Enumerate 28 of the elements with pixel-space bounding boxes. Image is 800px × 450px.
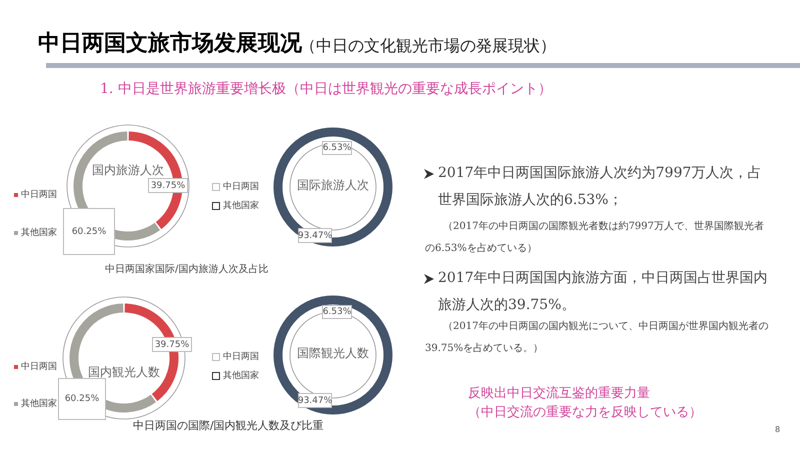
note-text: （2017年の中日两国の国内観光について、中日两国が世界国内観光者の39.75%を占めている。） — [425, 320, 770, 356]
conclusion-text: 反映出中日交流互鉴的重要力量 — [468, 385, 651, 402]
value-label: 39.75% — [152, 337, 192, 352]
legend-label: 中日两国 — [223, 350, 259, 363]
center-label: 国际旅游人次 — [296, 177, 370, 194]
chart-caption: 中日两国家国际/国内旅游人次及占比 — [105, 262, 270, 276]
note-text: （2017年の中日两国の国際観光者数は約7997万人で、世界国際観光者の6.53%を占めている） — [425, 220, 765, 256]
donut-chart — [272, 294, 394, 416]
donut-chart — [272, 126, 394, 248]
legend-label: 中日两国 — [21, 360, 57, 373]
chart-caption: 中日两国の国際/国内観光人数及び比重 — [133, 418, 325, 433]
slide-title: 中日两国文旅市场发展现况 — [38, 30, 302, 58]
page-number: 8 — [775, 425, 782, 434]
legend-label: 中日两国 — [223, 180, 259, 193]
section-heading: 1. 中日是世界旅游重要增长极（中日は世界観光の重要な成長ポイント） — [100, 80, 553, 98]
bullet-text: 2017年中日两国国内旅游方面，中日两国占世界国内旅游人次的39.75%。 — [438, 269, 768, 315]
legend-label: 中日两国 — [21, 188, 57, 201]
center-label: 国際観光人数 — [296, 345, 370, 362]
center-label: 国内観光人数 — [87, 364, 161, 381]
legend-label: 其他国家 — [21, 398, 57, 410]
value-label: 60.25% — [58, 378, 106, 420]
legend-label: 其他国家 — [223, 370, 259, 382]
legend-label: 其他国家 — [223, 200, 259, 212]
bullet-text: 2017年中日两国国际旅游人次约为7997万人次，占世界国际旅游人次的6.53%； — [438, 164, 762, 210]
legend-label: 其他国家 — [21, 226, 57, 239]
center-label: 国内旅游人次 — [91, 162, 165, 179]
conclusion-text: （中日交流の重要な力を反映している） — [468, 404, 703, 421]
value-label: 60.25% — [63, 208, 115, 255]
